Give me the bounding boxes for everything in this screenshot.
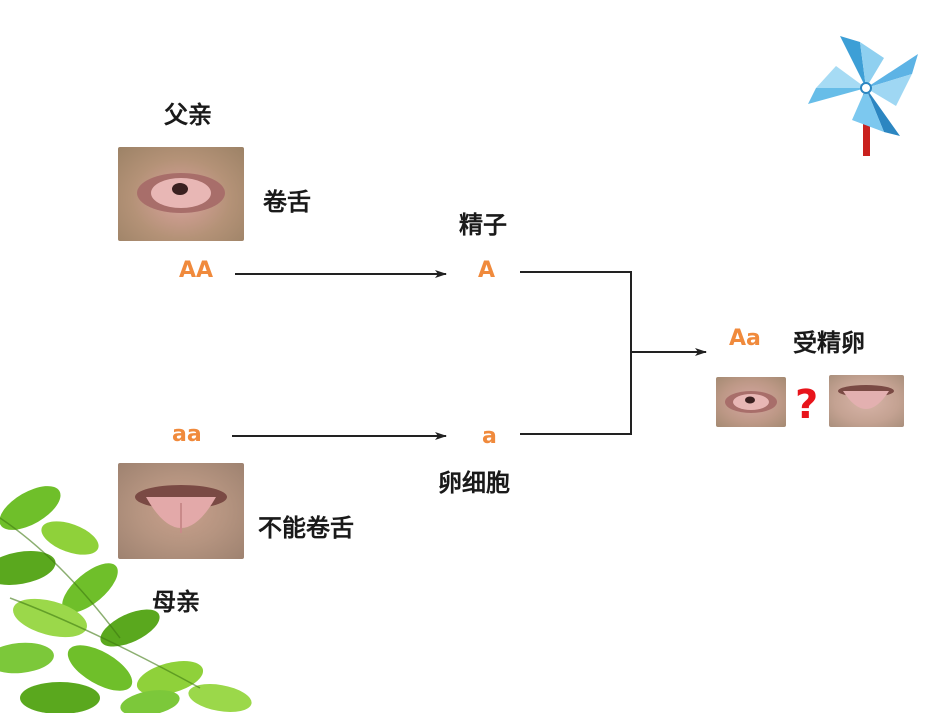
mother-trait: 不能卷舌 (258, 514, 354, 542)
sperm-title: 精子 (459, 211, 507, 239)
zygote-flat-photo (829, 375, 904, 427)
father-genotype: AA (179, 258, 214, 283)
leaves-decoration (0, 486, 252, 713)
mother-tongue-photo (118, 463, 244, 559)
egg-title: 卵细胞 (438, 469, 510, 497)
sperm-gene: A (478, 258, 496, 283)
zygote-genotype: Aa (729, 326, 761, 351)
pinwheel-icon (808, 36, 918, 156)
egg-gene: a (482, 424, 497, 449)
flat-tongue-small-icon (838, 385, 894, 409)
zygote-title: 受精卵 (793, 329, 865, 357)
rolled-tongue-small-icon (725, 391, 777, 413)
fertilization-bracket (520, 271, 632, 435)
zygote-rolled-photo (716, 377, 786, 427)
father-title: 父亲 (164, 101, 212, 129)
father-tongue-photo (118, 147, 244, 241)
question-mark: ? (795, 382, 819, 428)
father-trait: 卷舌 (263, 188, 311, 216)
mother-title: 母亲 (152, 588, 200, 616)
mother-genotype: aa (172, 422, 202, 447)
flat-tongue-icon (135, 485, 227, 533)
rolled-tongue-icon (137, 173, 225, 213)
